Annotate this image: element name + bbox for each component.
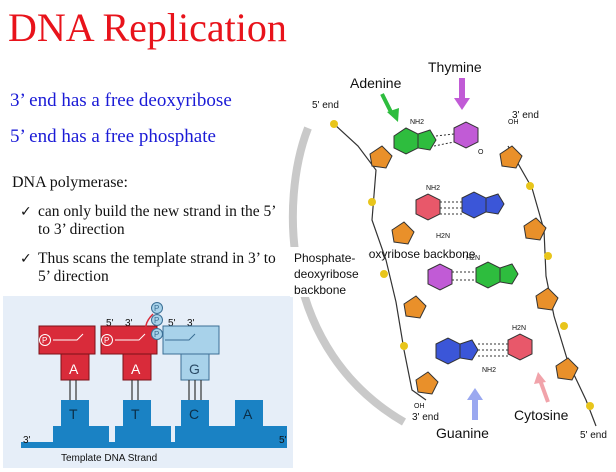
base-pair-at: NH2 O [393, 119, 484, 156]
svg-text:H2N: H2N [466, 255, 480, 262]
bullet-item: ✓ Thus scans the template strand in 3’ t… [20, 250, 282, 286]
end-5-bottom: 5' end [580, 430, 607, 441]
template-base-label: T [131, 406, 140, 422]
template-nucleotide: T [115, 400, 171, 446]
phosphate-label: P [104, 336, 109, 345]
svg-text:O: O [478, 149, 484, 156]
prime-label: 3' [125, 318, 133, 329]
new-base-label: G [189, 361, 200, 377]
svg-text:NH2: NH2 [426, 185, 440, 192]
page-title: DNA Replication [8, 5, 287, 50]
free-phosphate-line: 5’ end has a free phosphate [10, 126, 216, 147]
thymine-arrow [459, 78, 465, 100]
dna-structure-diagram: Adenine Thymine Guanine Cytosine Phospha… [288, 59, 607, 441]
svg-text:deoxyribose: deoxyribose [294, 267, 359, 281]
free-deoxyribose-line: 3’ end has a free deoxyribose [10, 90, 232, 111]
base-pair-gc: H2N NH2 [435, 325, 533, 374]
svg-text:NH2: NH2 [482, 367, 496, 374]
adenine-label: Adenine [350, 75, 402, 91]
cytosine-label: Cytosine [514, 407, 569, 423]
prime-label: 3' [187, 318, 195, 329]
check-icon: ✓ [20, 251, 32, 267]
template-base-label: A [243, 406, 253, 422]
bullet-text: Thus scans the template strand in 3’ to … [38, 250, 276, 285]
svg-text:Phosphate-: Phosphate- [294, 251, 355, 265]
guanine-arrow [472, 398, 478, 420]
check-icon: ✓ [20, 204, 32, 220]
bullet-item: ✓ can only build the new strand in the 5… [20, 203, 282, 239]
phosphate-groups [330, 120, 594, 410]
end-3-bottom: 3' end [412, 412, 439, 423]
adenine-arrow [380, 93, 394, 115]
hydrogen-bonds [69, 380, 202, 400]
prime-label: 5' [106, 318, 114, 329]
inset-caption: Template DNA Strand [61, 453, 157, 464]
template-base-label: C [189, 406, 199, 422]
incoming-nucleotide-g: P P P G [145, 302, 220, 381]
phosphate-label: P [154, 304, 159, 313]
svg-text:H2N: H2N [512, 325, 526, 332]
phosphate-label: P [154, 330, 159, 339]
sugar-rings [369, 145, 579, 395]
guanine-label: Guanine [436, 425, 489, 441]
svg-text:H2N: H2N [436, 233, 450, 240]
phosphate-label: P [42, 336, 47, 345]
bond-arrow [145, 313, 154, 337]
end-label-5prime: 5' [279, 435, 287, 446]
end-3-top: 3' end [512, 110, 539, 121]
cytosine-arrow [538, 379, 550, 403]
oh-label: OH [508, 119, 519, 126]
template-nucleotide: C [175, 400, 231, 446]
bullet-text: can only build the new strand in the 5’ … [38, 203, 276, 238]
phosphate-label: P [154, 316, 159, 325]
thymine-label: Thymine [428, 59, 482, 75]
new-nucleotide-a1: P A [38, 325, 96, 381]
svg-text:backbone: backbone [294, 283, 346, 297]
prime-label: 5' [168, 318, 176, 329]
template-nucleotide: A [231, 400, 287, 446]
base-pair-ta: H2N [427, 255, 519, 291]
polymerase-inset-diagram: 5' 3' 5' 3' 5' 3' P A P A P P P G [3, 296, 293, 468]
oh-label: OH [414, 403, 425, 410]
end-5-top: 5' end [312, 100, 339, 111]
base-pair-cg: NH2 H2N [415, 185, 505, 240]
template-nucleotide: T [53, 400, 109, 446]
new-base-label: A [69, 361, 79, 377]
svg-text:NH2: NH2 [410, 119, 424, 126]
template-base-label: T [69, 406, 78, 422]
end-label-3prime: 3' [23, 435, 31, 446]
polymerase-heading: DNA polymerase: [12, 174, 128, 191]
new-base-label: A [131, 361, 141, 377]
